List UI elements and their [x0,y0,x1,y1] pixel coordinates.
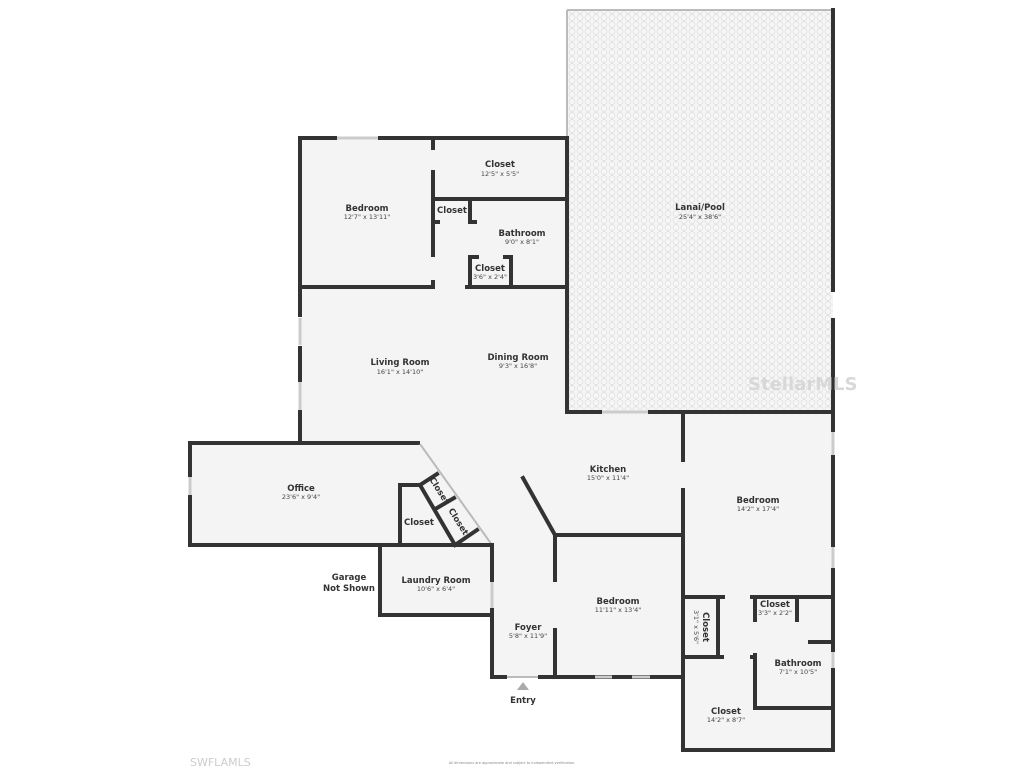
room-name: Living Room [371,358,430,368]
watermark: StellarMLS [748,374,858,395]
room-dim: 14'2" x 8'7" [707,716,745,724]
room-name: Bedroom [345,204,388,214]
room-name: Closet [760,600,790,610]
entry-arrow-icon [517,682,529,690]
room-name: Closet [711,707,741,717]
lanai-walls [565,8,835,414]
room-name: Office [287,484,315,494]
garage-note: Garage [332,573,367,583]
room-labels: Lanai/Pool 25'4" x 38'6" Bedroom 12'7" x… [282,160,822,724]
room-dim: 12'5" x 5'5" [481,170,519,178]
room-dim: 16'1" x 14'10" [377,368,423,376]
room-dim: 7'1" x 10'5" [779,668,817,676]
room-name: Closet [404,518,434,528]
room-name: Lanai/Pool [675,203,725,213]
walls [188,136,835,752]
room-dim: 9'0" x 8'1" [505,238,539,246]
room-dim: 14'2" x 17'4" [737,505,779,513]
room-name: Bedroom [736,496,779,506]
room-name: Kitchen [590,465,626,475]
room-dim: 15'0" x 11'4" [587,474,629,482]
room-name: Bedroom [596,597,639,607]
lanai-floor [567,10,833,412]
room-name: Closet [475,264,505,274]
room-dim: 9'3" x 16'8" [499,362,537,370]
room-name: Laundry Room [401,576,470,586]
room-dim: 12'7" x 13'11" [344,213,390,221]
interior-floor [190,138,833,750]
room-dim: 3'3" x 2'2" [758,609,792,617]
brand-logo: SWFLAMLS [190,756,251,768]
room-name: Bathroom [774,659,821,669]
room-dim: 25'4" x 38'6" [679,213,721,221]
room-dim: 10'6" x 6'4" [417,585,455,593]
room-dim: 3'1" x 5'6" [692,610,700,644]
room-name: Closet [437,206,467,216]
entry-label: Entry [510,696,536,706]
room-dim: 5'8" x 11'9" [509,632,547,640]
room-name: Closet [485,160,515,170]
room-dim: 11'11" x 13'4" [595,606,641,614]
garage-note: Not Shown [323,584,375,594]
room-dim: 23'6" x 9'4" [282,493,320,501]
room-name: Dining Room [487,353,548,363]
disclaimer: All dimensions are approximate and subje… [449,761,576,765]
room-name: Foyer [515,623,543,633]
room-name: Closet [700,612,710,642]
room-name: Bathroom [498,229,545,239]
room-dim: 3'6" x 2'4" [473,273,507,281]
